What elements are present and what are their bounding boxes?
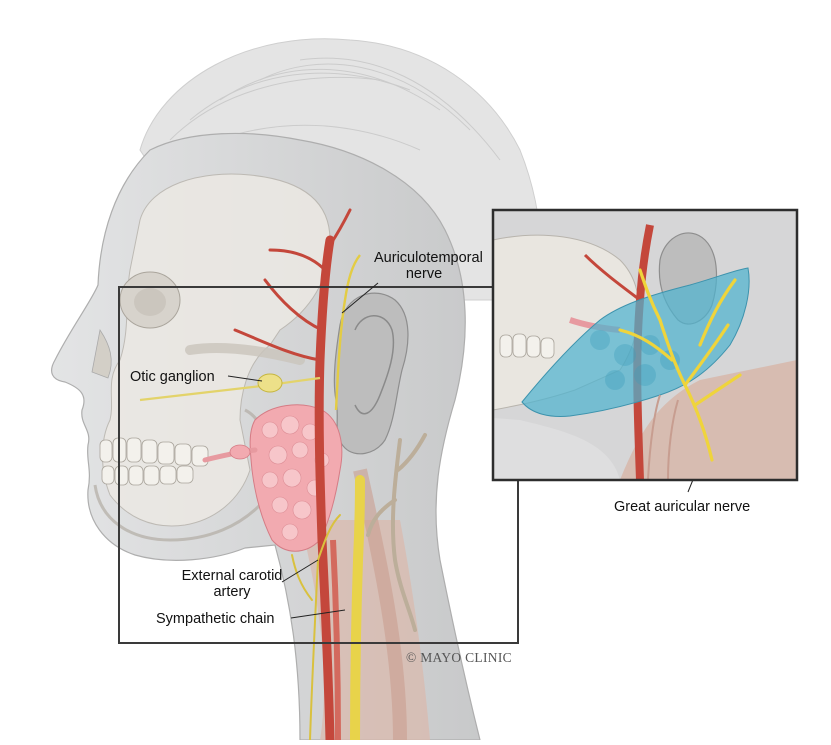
otic-ganglion-label: Otic ganglion <box>130 369 215 385</box>
external-carotid-label-line1: External carotid <box>172 568 292 584</box>
great-auricular-nerve-label: Great auricular nerve <box>614 499 750 515</box>
sympathetic-chain-label: Sympathetic chain <box>156 611 274 627</box>
copyright-text: © MAYO CLINIC <box>406 650 512 666</box>
auriculotemporal-label-line2: nerve <box>374 266 474 282</box>
external-carotid-artery-label: External carotid artery <box>172 568 292 600</box>
auriculotemporal-nerve-label: Auriculotemporal nerve <box>374 250 474 282</box>
otic-ganglion <box>258 374 282 392</box>
inset-detail-view <box>493 210 797 480</box>
sympathetic-chain <box>355 480 360 740</box>
auriculotemporal-label-line1: Auriculotemporal <box>374 250 474 266</box>
external-carotid-label-line2: artery <box>172 584 292 600</box>
